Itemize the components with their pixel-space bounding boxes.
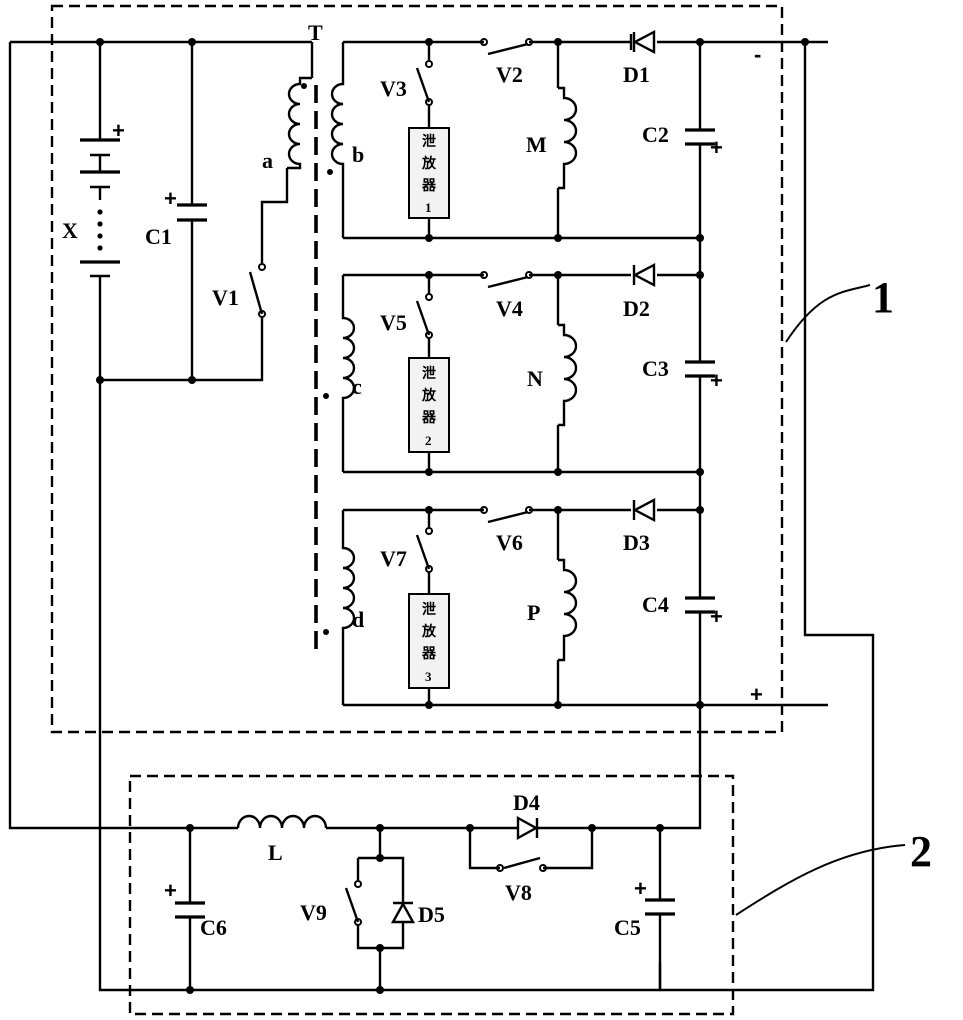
winding-d	[323, 510, 354, 705]
diode-d1	[631, 32, 654, 52]
svg-text:泄: 泄	[422, 365, 436, 382]
v6-label: V6	[496, 530, 523, 555]
inductor-m-label: M	[526, 132, 547, 157]
c4-label: C4	[642, 592, 669, 617]
switch-v8	[497, 858, 546, 871]
svg-text:放: 放	[421, 155, 437, 172]
svg-text:1: 1	[425, 200, 432, 215]
winding-c	[323, 275, 354, 472]
c6-label: C6	[200, 915, 227, 940]
battery-x	[80, 140, 120, 276]
v7-label: V7	[380, 546, 407, 571]
svg-text:放: 放	[421, 623, 437, 640]
c2-label: C2	[642, 122, 669, 147]
v4-label: V4	[496, 296, 523, 321]
d5-label: D5	[418, 902, 445, 927]
switch-v5	[417, 294, 432, 338]
inductor-n	[558, 325, 576, 425]
module-1-leader	[786, 285, 870, 342]
module-1-label: 1	[872, 273, 894, 322]
svg-text:放: 放	[421, 387, 437, 404]
diode-d3	[634, 500, 654, 520]
inductor-m	[558, 88, 576, 188]
inductor-p	[558, 560, 576, 660]
svg-text:泄: 泄	[422, 133, 436, 150]
c3-plus-sign: +	[710, 368, 723, 393]
v2-label: V2	[496, 62, 523, 87]
d1-label: D1	[623, 62, 650, 87]
output-plus-sign: +	[750, 682, 763, 707]
primary-circuit	[10, 38, 660, 990]
diode-d5	[393, 903, 413, 922]
c2-plus-sign: +	[710, 135, 723, 160]
c4-plus-sign: +	[710, 604, 723, 629]
diode-d4	[518, 818, 537, 838]
winding-b	[327, 42, 343, 238]
switch-v3	[417, 61, 432, 105]
battery-plus-sign: +	[112, 118, 125, 143]
svg-text:器: 器	[421, 178, 437, 194]
svg-text:器: 器	[421, 410, 437, 426]
v9-label: V9	[300, 900, 327, 925]
c5-plus-sign: +	[634, 876, 647, 901]
diode-d2	[634, 265, 654, 285]
winding-c-label: c	[352, 374, 362, 399]
discharger-2: 泄 放 器 2	[409, 358, 449, 452]
svg-text:2: 2	[425, 433, 432, 448]
winding-b-label: b	[352, 142, 364, 167]
c1-plus-sign: +	[164, 186, 177, 211]
d3-label: D3	[623, 530, 650, 555]
switch-v1	[250, 264, 265, 317]
discharger-3: 泄 放 器 3	[409, 594, 449, 688]
v5-label: V5	[380, 310, 407, 335]
d2-label: D2	[623, 296, 650, 321]
inductor-l	[238, 816, 326, 828]
switch-v7	[417, 528, 432, 572]
winding-a-label: a	[262, 148, 273, 173]
inductor-n-label: N	[527, 366, 543, 391]
v8-label: V8	[505, 880, 532, 905]
minus-sign: -	[754, 42, 761, 67]
capacitor-c5	[645, 900, 675, 914]
battery-x-label: X	[62, 218, 78, 243]
capacitor-c1	[177, 205, 207, 220]
discharger-1: 泄 放 器 1	[409, 128, 449, 218]
transformer-label: T	[308, 20, 323, 45]
switch-v6	[481, 507, 532, 522]
c3-label: C3	[642, 356, 669, 381]
module-2-label: 2	[910, 827, 932, 876]
svg-text:器: 器	[421, 646, 437, 662]
module-2-leader	[736, 845, 905, 915]
switch-v4	[481, 272, 532, 287]
svg-text:泄: 泄	[422, 601, 436, 618]
v1-label: V1	[212, 285, 239, 310]
winding-a	[287, 78, 312, 168]
c1-label: C1	[145, 224, 172, 249]
inductor-p-label: P	[527, 600, 540, 625]
winding-d-label: d	[352, 607, 364, 632]
c5-label: C5	[614, 915, 641, 940]
svg-text:3: 3	[425, 669, 432, 684]
v3-label: V3	[380, 76, 407, 101]
c6-plus-sign: +	[164, 878, 177, 903]
inductor-l-label: L	[268, 840, 283, 865]
switch-v2	[481, 39, 532, 54]
switch-v9	[346, 881, 361, 925]
d4-label: D4	[513, 790, 540, 815]
